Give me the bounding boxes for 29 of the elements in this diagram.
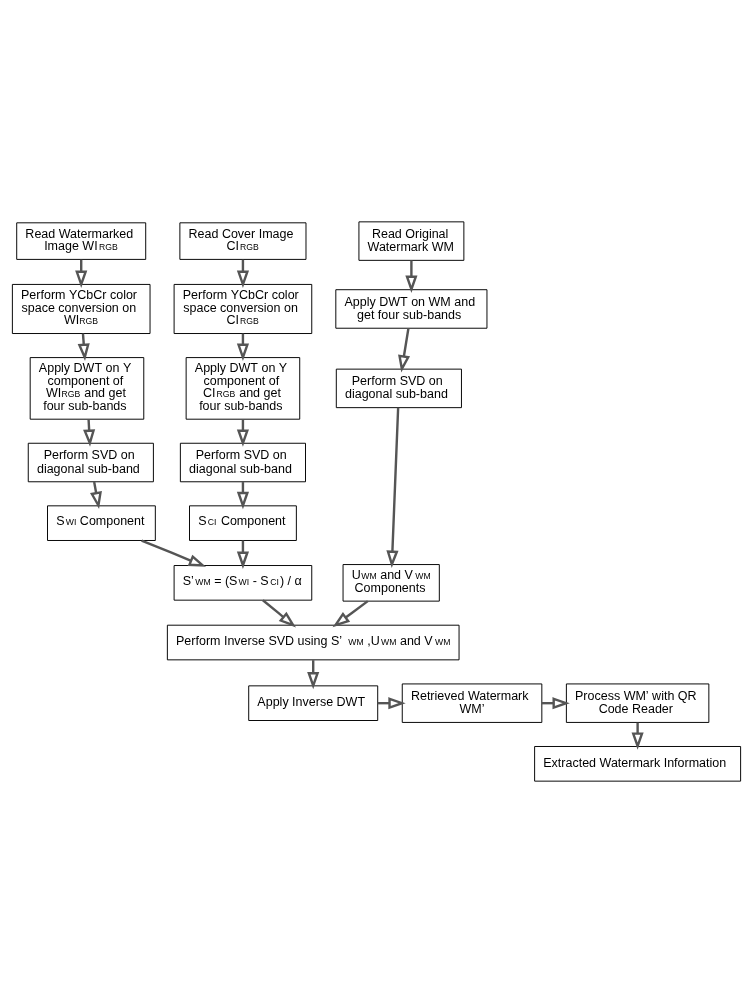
node-box: Read Cover Image CIRGB: [179, 222, 307, 260]
node-box: Process WM’ with QR Code Reader: [565, 683, 710, 723]
node-box: UWM and VWM Components: [342, 564, 440, 602]
node-box: Read Original Watermark WM: [358, 221, 465, 261]
node-box: Apply Inverse DWT: [248, 685, 379, 721]
arrow: [90, 481, 102, 510]
arrow: [262, 599, 296, 628]
arrow: [77, 333, 90, 361]
node-box: Perform Inverse SVD using S’WM ,UWM and VWM: [166, 624, 460, 661]
node-box: Apply DWT on Y component of CIRGB and get four sub-bands: [185, 357, 301, 420]
node-box: Perform SVD on diagonal sub-band: [27, 442, 154, 483]
node-box: SWI Component: [47, 505, 156, 541]
arrow: [332, 600, 369, 628]
node-box: Apply DWT on WM and get four sub-bands: [335, 289, 488, 329]
node-box: Retrieved Watermark WM’: [401, 683, 543, 723]
arrow: [405, 260, 418, 293]
node-box: Extracted Watermark Information: [534, 746, 742, 782]
arrow: [398, 328, 411, 373]
arrow: [631, 722, 644, 750]
node-box: Apply DWT on Y component of WIRGB and get four sub-bands: [29, 357, 145, 420]
node-box: S’WM = (SWI - SCI) / α: [173, 565, 313, 601]
node-box: SCI Component: [189, 505, 297, 541]
node-box: Perform SVD on diagonal sub-band: [179, 442, 306, 483]
node-box: Perform YCbCr color space conversion on CIRGB: [173, 283, 313, 334]
node-box: Read Watermarked Image WIRGB: [16, 222, 147, 260]
arrow: [141, 539, 207, 567]
node-box: Perform SVD on diagonal sub-band: [335, 368, 462, 409]
node-box: Perform YCbCr color space conversion on WIRGB: [11, 283, 151, 334]
arrow: [386, 407, 400, 568]
